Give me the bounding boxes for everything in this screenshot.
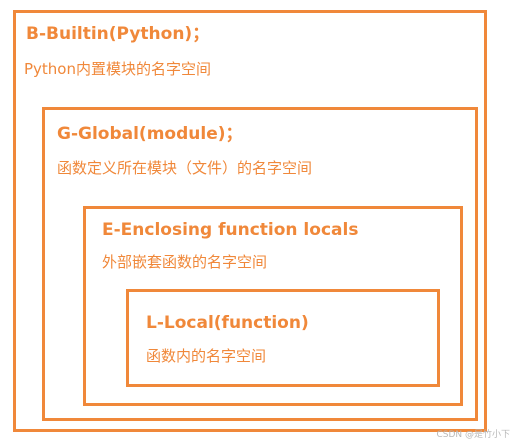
builtin-scope-box: B-Builtin(Python)； Python内置模块的名字空间 G-Glo… — [13, 10, 487, 432]
global-scope-description: 函数定义所在模块（文件）的名字空间 — [57, 159, 313, 177]
builtin-scope-title: B-Builtin(Python)； — [26, 24, 210, 44]
enclosing-scope-box: E-Enclosing function locals 外部嵌套函数的名字空间 … — [83, 206, 463, 406]
global-scope-title: G-Global(module)； — [57, 124, 243, 144]
local-scope-box: L-Local(function) 函数内的名字空间 — [126, 289, 440, 387]
enclosing-scope-description: 外部嵌套函数的名字空间 — [102, 253, 268, 271]
local-scope-title: L-Local(function) — [146, 313, 309, 333]
watermark: CSDN @是竹小下 — [436, 430, 510, 440]
local-scope-description: 函数内的名字空间 — [146, 347, 267, 365]
enclosing-scope-title: E-Enclosing function locals — [102, 220, 359, 240]
global-scope-box: G-Global(module)； 函数定义所在模块（文件）的名字空间 E-En… — [42, 107, 478, 421]
builtin-scope-description: Python内置模块的名字空间 — [24, 60, 211, 78]
